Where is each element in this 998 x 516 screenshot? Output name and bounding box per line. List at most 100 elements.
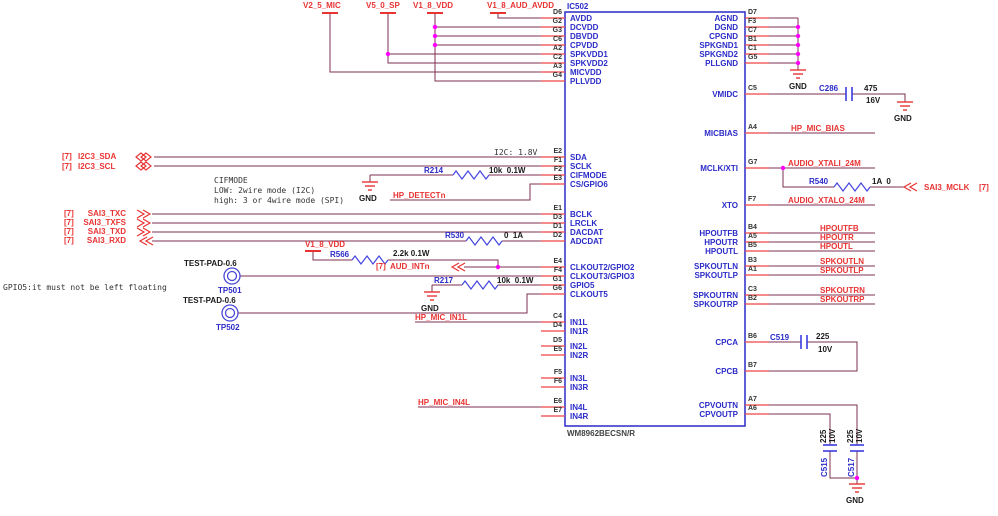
offpage-chevron-sai3-txc	[136, 209, 152, 219]
ic-pin-stubs	[541, 17, 769, 417]
pin-name: DCVDD	[570, 23, 599, 32]
pin-name: IN3R	[570, 383, 589, 392]
note-cifmode-title: CIFMODE	[214, 176, 248, 185]
offpage-chevron-sai3-mclk	[902, 182, 918, 192]
pin-name: VMIDC	[712, 90, 738, 99]
net-label-i2c3-sda: I2C3_SDA	[78, 152, 117, 161]
pin-number: B1	[748, 36, 757, 43]
pin-name: CPCA	[715, 338, 738, 347]
pin-name: MICBIAS	[704, 129, 738, 138]
testpad-ref-tp502: TP502	[216, 323, 240, 332]
capacitor-c515-symbol	[823, 444, 837, 452]
net-label-spkoutrn: SPKOUTRN	[820, 286, 865, 295]
pin-name: SDA	[570, 153, 587, 162]
ic-part-number: WM8962BECSN/R	[567, 429, 636, 438]
pin-name: CPGND	[709, 32, 738, 41]
pin-number: A7	[748, 396, 757, 403]
pin-name: PLLGND	[705, 59, 738, 68]
pin-name: IN4R	[570, 412, 589, 421]
pin-name: AVDD	[570, 14, 593, 23]
capacitor-value-c517: 225	[846, 429, 855, 443]
note-cifmode-high: high: 3 or 4wire mode (SPI)	[214, 196, 345, 205]
net-label-spkoutln: SPKOUTLN	[820, 257, 864, 266]
pin-name: SPKOUTLN	[694, 262, 738, 271]
net-label-audio-xtalo-24m: AUDIO_XTALO_24M	[788, 196, 865, 205]
pin-name: SPKGND2	[699, 50, 738, 59]
pin-number: C2	[553, 54, 562, 61]
pin-number: A1	[748, 266, 757, 273]
net-label-sai3-txd: SAI3_TXD	[87, 227, 126, 236]
pin-number: C4	[553, 313, 562, 320]
net-label-hpoutl: HPOUTL	[820, 242, 853, 251]
note-gpio5: GPIO5:it must not be left floating	[3, 283, 167, 292]
pin-number: G1	[552, 276, 562, 283]
capacitor-c519-symbol	[800, 335, 808, 349]
pin-name: CS/GPIO6	[570, 180, 608, 189]
gnd-label: GND	[421, 304, 439, 313]
page-ref: [7]	[64, 236, 74, 245]
gnd-symbol	[362, 181, 378, 191]
ic-outline	[564, 11, 746, 427]
resistor-value-r540: 1A 0	[872, 177, 891, 186]
resistor-r530-symbol	[465, 236, 503, 246]
pin-number: G5	[748, 54, 758, 61]
pin-name: DBVDD	[570, 32, 599, 41]
pin-number: C3	[748, 286, 757, 293]
pin-name: XTO	[721, 201, 738, 210]
power-label-v1-8-vdd: V1_8_VDD	[413, 1, 454, 10]
pin-number: A2	[553, 45, 562, 52]
pin-number: B6	[748, 333, 757, 340]
gnd-label: GND	[789, 82, 807, 91]
pin-number: F2	[553, 166, 562, 173]
pin-name: SPKOUTRP	[693, 300, 738, 309]
pin-name: AGND	[714, 14, 738, 23]
resistor-r217-symbol	[461, 280, 499, 290]
pin-number: A5	[748, 233, 757, 240]
pin-number: G3	[552, 27, 562, 34]
pin-name: CIFMODE	[570, 171, 607, 180]
gnd-symbol	[790, 69, 806, 79]
resistor-ref-r540: R540	[809, 177, 829, 186]
pin-name: MCLK/XTI	[700, 164, 738, 173]
gnd-label: GND	[894, 114, 912, 123]
net-label-hp-mic-in4l: HP_MIC_IN4L	[418, 398, 471, 407]
pin-name: CLKOUT5	[570, 290, 608, 299]
pin-name: CLKOUT2/GPIO2	[570, 263, 635, 272]
pin-number: A6	[748, 405, 757, 412]
pin-name: CLKOUT3/GPIO3	[570, 272, 635, 281]
testpad-tp502-symbol	[221, 304, 239, 322]
pin-name: HPOUTFB	[699, 229, 738, 238]
pin-name: BCLK	[570, 210, 593, 219]
net-label-hpoutr: HPOUTR	[820, 233, 854, 242]
testpad-symbols	[221, 267, 241, 322]
resistor-r566-symbol	[351, 255, 389, 265]
pin-name: CPCB	[715, 367, 738, 376]
pin-number: G2	[552, 18, 562, 25]
resistor-symbols	[351, 170, 871, 290]
pin-number: F7	[748, 196, 757, 203]
pin-number: B5	[748, 242, 757, 249]
pin-number: E3	[553, 175, 562, 182]
ic-ref: IC502	[567, 2, 589, 11]
net-label-hp-mic-bias: HP_MIC_BIAS	[791, 124, 845, 133]
power-label-v2-5-mic: V2_5_MIC	[303, 1, 341, 10]
capacitor-voltage-c517: 10V	[855, 428, 864, 443]
offpage-chevron-i2c3-scl	[135, 161, 152, 171]
resistor-value-r566: 2.2k 0.1W	[393, 249, 430, 258]
pin-number: E2	[553, 148, 562, 155]
pin-name: IN3L	[570, 374, 588, 383]
pin-number: E7	[553, 407, 562, 414]
resistor-value-r217: 10k 0.1W	[497, 276, 534, 285]
testpad-type-label: TEST-PAD-0.6	[184, 259, 237, 268]
testpad-tp501-symbol	[223, 267, 241, 285]
pin-number: C1	[748, 45, 757, 52]
pin-name: DGND	[714, 23, 738, 32]
pin-number: C5	[748, 85, 757, 92]
net-label-sai3-rxd: SAI3_RXD	[86, 236, 126, 245]
pin-number: F1	[553, 157, 562, 164]
pin-number: F5	[553, 369, 562, 376]
resistor-ref-r214: R214	[424, 166, 444, 175]
pin-number: D1	[553, 223, 562, 230]
net-label-hp-detectn: HP_DETECTn	[393, 191, 446, 200]
net-label-sai3-mclk: SAI3_MCLK	[924, 183, 970, 192]
